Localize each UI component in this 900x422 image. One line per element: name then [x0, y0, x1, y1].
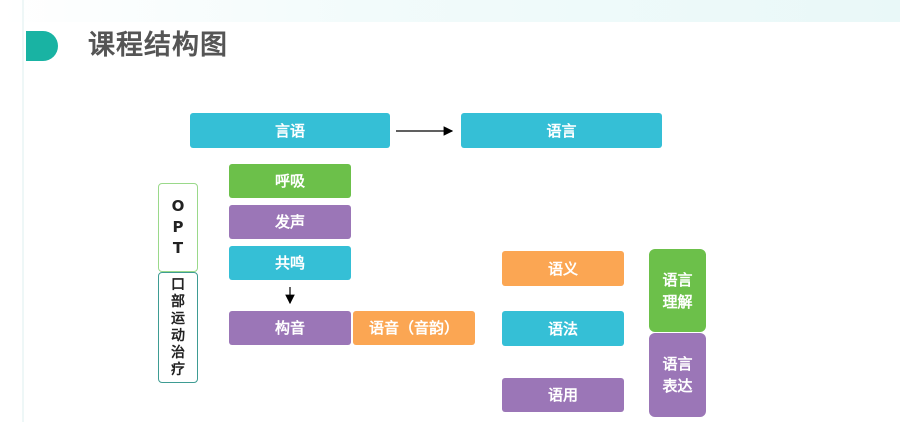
oral-therapy-char: 部	[171, 293, 185, 310]
node-speech: 言语	[190, 113, 390, 148]
node-phonation-label: 发声	[274, 213, 305, 231]
node-articulation-label: 构音	[274, 319, 305, 337]
node-semantics-label: 语义	[547, 259, 578, 278]
node-breathing: 呼吸	[229, 164, 351, 198]
node-semantics: 语义	[502, 251, 624, 286]
title-marker-icon	[26, 31, 58, 61]
opt-letter: O	[171, 197, 185, 215]
oral-therapy-char: 动	[171, 327, 185, 344]
oral-therapy-char: 疗	[171, 361, 185, 378]
node-pragmatics: 语用	[502, 378, 624, 412]
node-breathing-label: 呼吸	[274, 172, 305, 190]
node-language: 语言	[461, 113, 662, 148]
node-resonance-label: 共鸣	[274, 254, 305, 272]
node-grammar: 语法	[502, 311, 624, 346]
node-resonance: 共鸣	[229, 246, 351, 280]
page-title: 课程结构图	[88, 30, 228, 61]
node-language-expression: 语言 表达	[649, 333, 706, 417]
node-language-label: 语言	[546, 121, 577, 140]
node-prosody-label: 语音（音韵）	[368, 319, 459, 337]
oral-therapy-char: 口	[171, 276, 185, 293]
node-speech-label: 言语	[274, 121, 305, 140]
oral-therapy-char: 运	[171, 310, 185, 327]
expression-line: 语言	[662, 355, 693, 373]
oral-motor-therapy-box: 口 部 运 动 治 疗	[158, 272, 198, 383]
comprehension-line: 理解	[662, 292, 693, 311]
node-pragmatics-label: 语用	[547, 386, 578, 404]
node-language-comprehension: 语言 理解	[649, 249, 706, 332]
opt-letter: T	[172, 239, 184, 257]
opt-box: O P T	[158, 183, 198, 272]
node-articulation: 构音	[229, 311, 351, 345]
left-decoration-line	[22, 0, 24, 422]
oral-therapy-char: 治	[171, 344, 185, 361]
top-decoration-band	[0, 0, 900, 22]
node-grammar-label: 语法	[547, 319, 578, 338]
node-phonation: 发声	[229, 205, 351, 239]
expression-line: 表达	[662, 377, 693, 395]
comprehension-line: 语言	[662, 270, 693, 289]
opt-letter: P	[172, 218, 184, 236]
node-prosody: 语音（音韵）	[353, 311, 475, 345]
